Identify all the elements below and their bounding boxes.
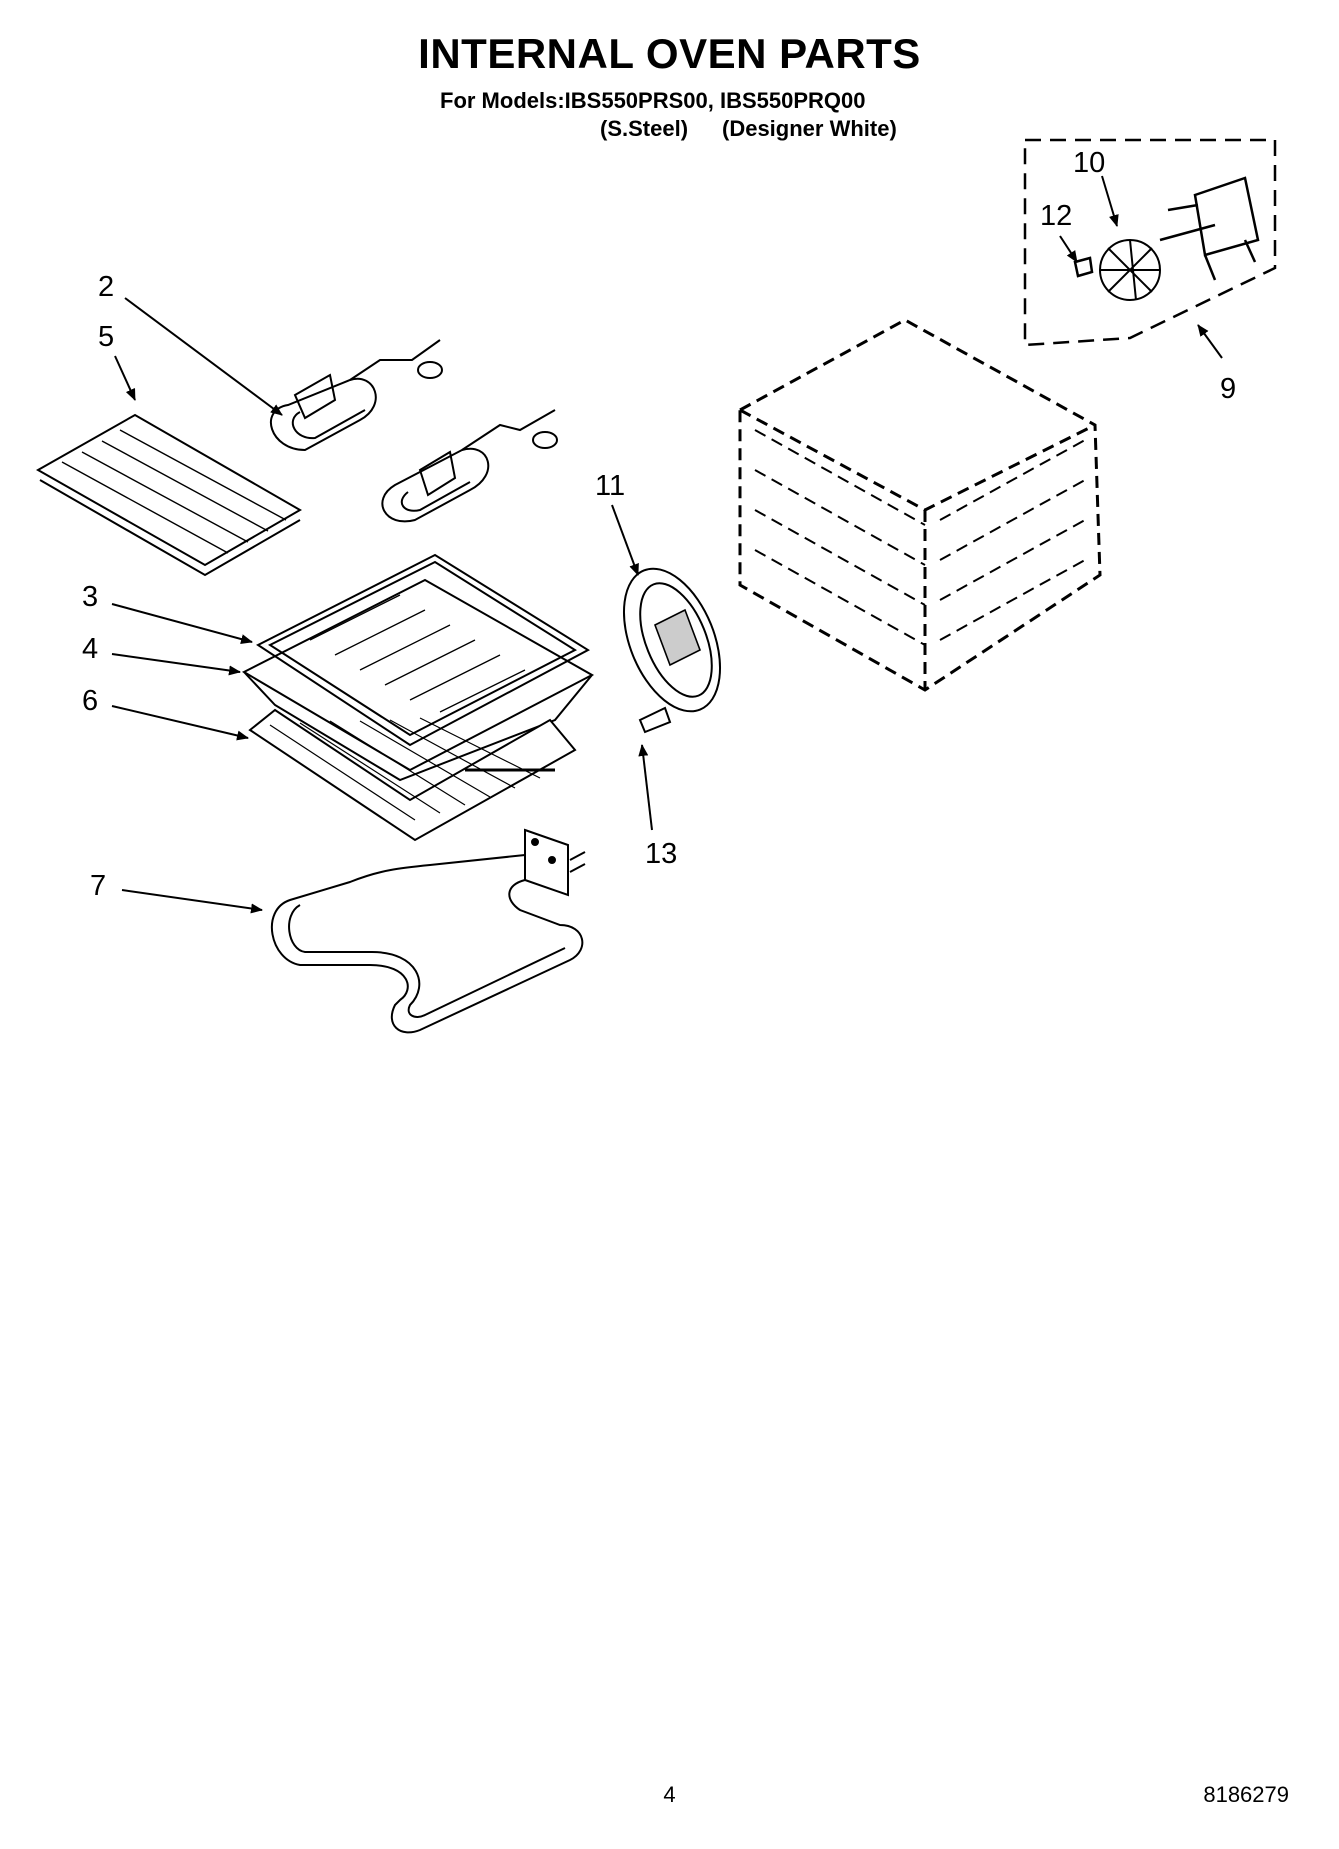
convection-assembly-inset	[1023, 138, 1277, 347]
callout-11: 11	[595, 470, 625, 502]
callout-4: 4	[82, 633, 98, 665]
finish-steel: (S.Steel)	[600, 116, 689, 141]
oven-cavity-part	[738, 318, 1102, 692]
callout-12: 12	[1040, 200, 1072, 232]
document-number: 8186279	[1203, 1782, 1289, 1807]
fan-cover-part	[622, 567, 722, 734]
page-number: 4	[663, 1782, 676, 1807]
callout-7: 7	[90, 870, 106, 902]
page-title: INTERNAL OVEN PARTS	[418, 30, 921, 77]
leader-lines	[111, 175, 1223, 914]
broil-shield-part	[35, 413, 302, 577]
callout-10: 10	[1073, 147, 1105, 179]
callout-2: 2	[98, 271, 114, 303]
callout-3: 3	[82, 581, 98, 613]
callout-13: 13	[645, 838, 677, 870]
upper-element-part	[270, 339, 558, 523]
callout-6: 6	[82, 685, 98, 717]
models-line: For Models:IBS550PRS00, IBS550PRQ00	[440, 88, 866, 113]
lower-element-part	[271, 828, 586, 1034]
callout-9: 9	[1220, 373, 1236, 405]
callout-5: 5	[98, 321, 114, 353]
finish-designer-white: (Designer White)	[722, 116, 897, 141]
broil-pan-part	[241, 553, 595, 842]
